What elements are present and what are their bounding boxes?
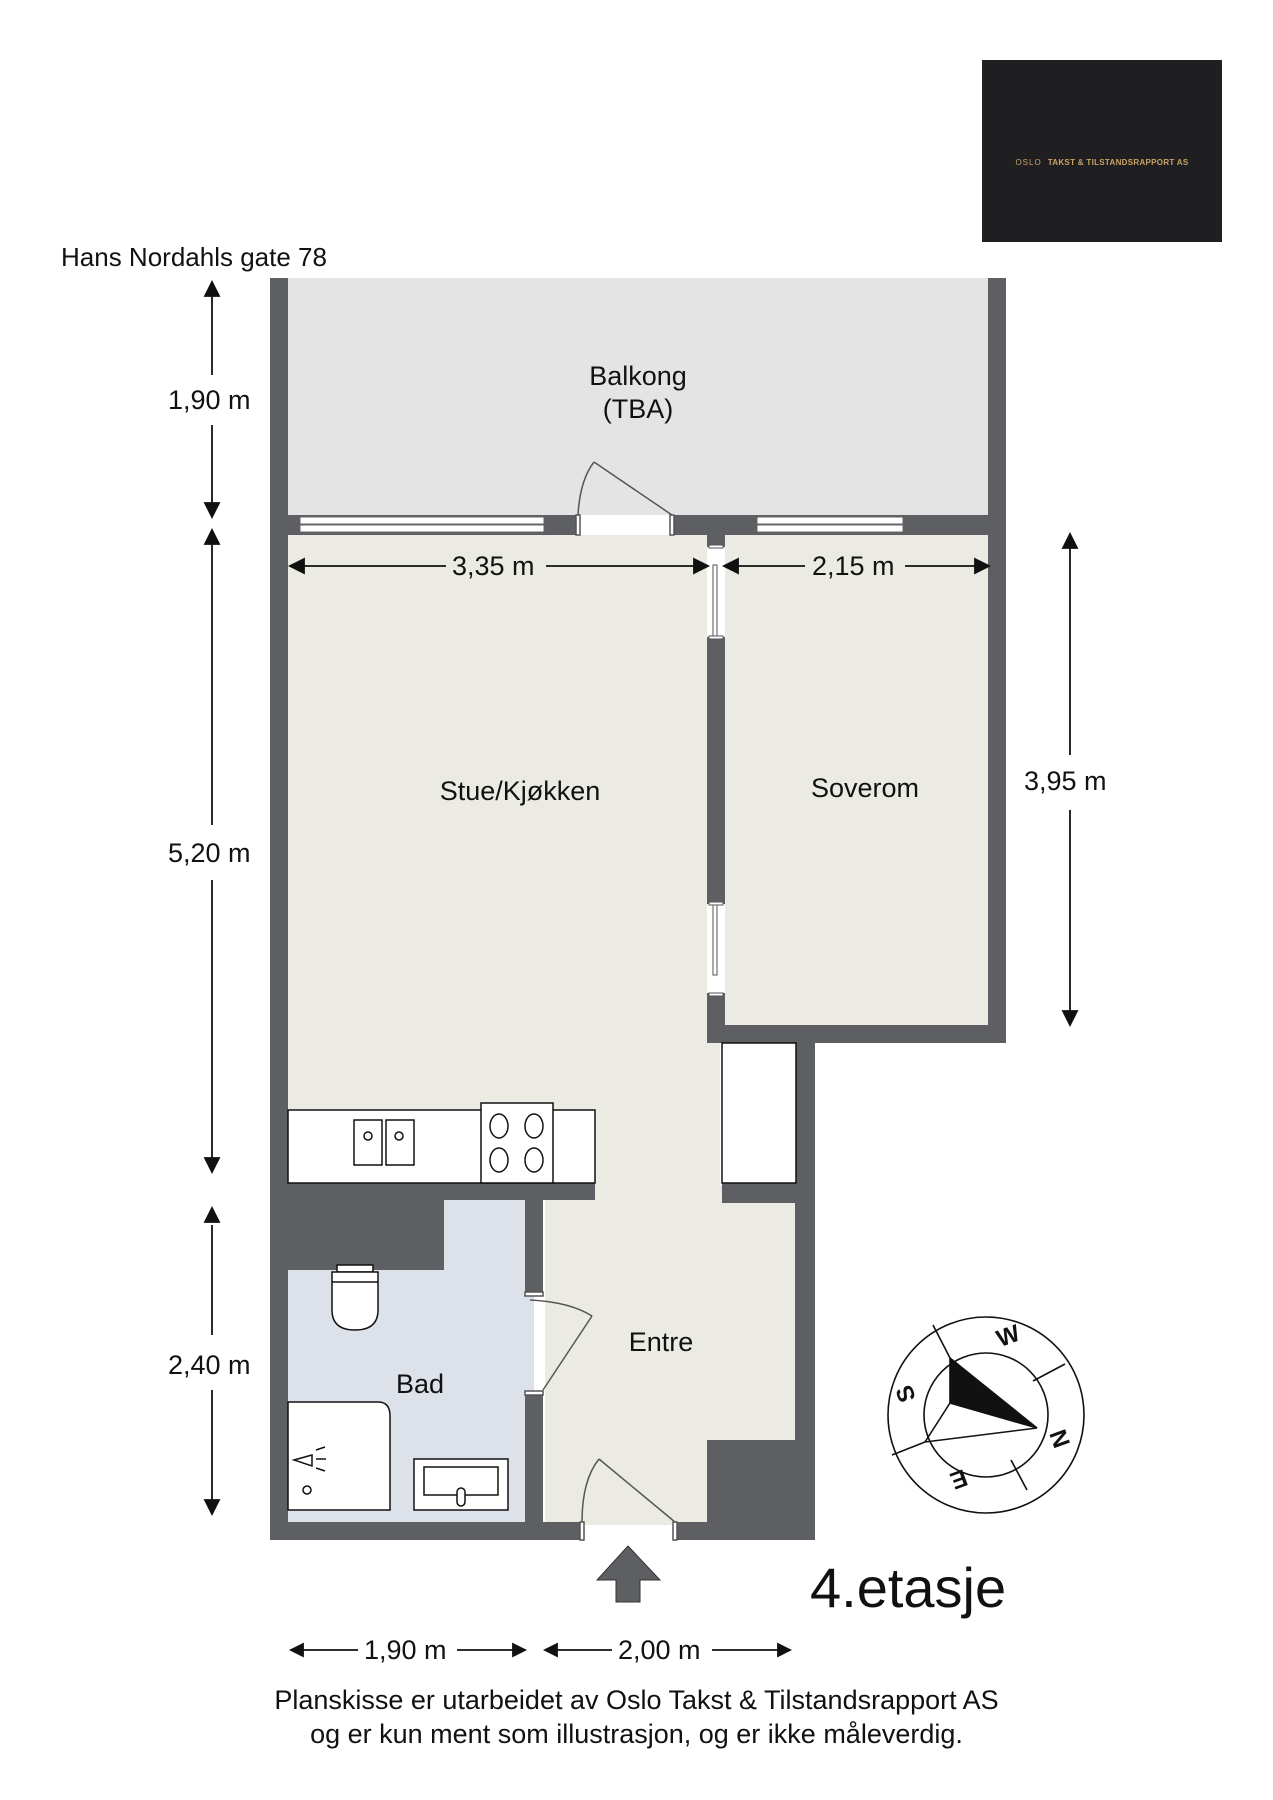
- entrance-arrow-icon: [595, 1545, 662, 1603]
- compass-e: E: [947, 1463, 971, 1494]
- room-bad: Bad: [395, 1369, 445, 1399]
- compass-s: S: [891, 1382, 922, 1406]
- balcony-door: [575, 461, 675, 536]
- windows: [299, 516, 904, 533]
- company-logo: OSLO TAKST & TILSTANDSRAPPORT AS: [982, 60, 1222, 242]
- compass-n: N: [1043, 1426, 1074, 1452]
- bath-floor-top: [444, 1200, 534, 1280]
- room-balkong-name: Balkong: [589, 361, 687, 391]
- logo-prefix: OSLO: [1015, 158, 1042, 167]
- entrance-door: [579, 1458, 678, 1541]
- logo-text: OSLO TAKST & TILSTANDSRAPPORT AS: [982, 158, 1222, 167]
- logo-company: TAKST & TILSTANDSRAPPORT AS: [1047, 158, 1189, 167]
- dim-left-balcony: 1,90 m: [168, 385, 251, 415]
- compass-w: W: [993, 1320, 1024, 1353]
- wardrobe: [721, 1042, 797, 1184]
- dim-top-living: 3,35 m: [452, 551, 535, 581]
- sliding-door: [708, 544, 724, 997]
- dim-bottom-entre: 2,00 m: [618, 1635, 701, 1665]
- disclaimer-line-1: Planskisse er utarbeidet av Oslo Takst &…: [274, 1685, 999, 1715]
- bathroom-door: [524, 1291, 593, 1396]
- toilet: [331, 1264, 379, 1331]
- dimension-lines: [203, 279, 1079, 1658]
- dim-top-bedroom: 2,15 m: [812, 551, 895, 581]
- room-balkong: Balkong (TBA): [578, 360, 698, 426]
- dim-left-living: 5,20 m: [168, 838, 251, 868]
- compass-labels: N E S W: [891, 1320, 1075, 1495]
- shower: [287, 1401, 391, 1511]
- bedroom-floor: [725, 535, 988, 1025]
- disclaimer-line-2: og er kun ment som illustrasjon, og er i…: [310, 1719, 963, 1749]
- bathroom-sink: [413, 1458, 509, 1511]
- dim-left-bath: 2,40 m: [168, 1350, 251, 1380]
- room-balkong-note: (TBA): [602, 394, 674, 424]
- room-stue-kjokken: Stue/Kjøkken: [439, 776, 601, 806]
- stove: [480, 1102, 554, 1184]
- floor-label: 4.etasje: [810, 1556, 1007, 1619]
- hall-floor: [595, 1043, 720, 1203]
- dim-bottom-bath: 1,90 m: [364, 1635, 447, 1665]
- compass-icon: [887, 1316, 1085, 1514]
- property-address: Hans Nordahls gate 78: [61, 242, 327, 272]
- room-soverom: Soverom: [810, 773, 920, 803]
- room-entre: Entre: [628, 1327, 694, 1357]
- balcony-floor: [288, 278, 988, 515]
- dim-right-bedroom: 3,95 m: [1024, 766, 1107, 796]
- disclaimer: Planskisse er utarbeidet av Oslo Takst &…: [0, 1683, 1273, 1751]
